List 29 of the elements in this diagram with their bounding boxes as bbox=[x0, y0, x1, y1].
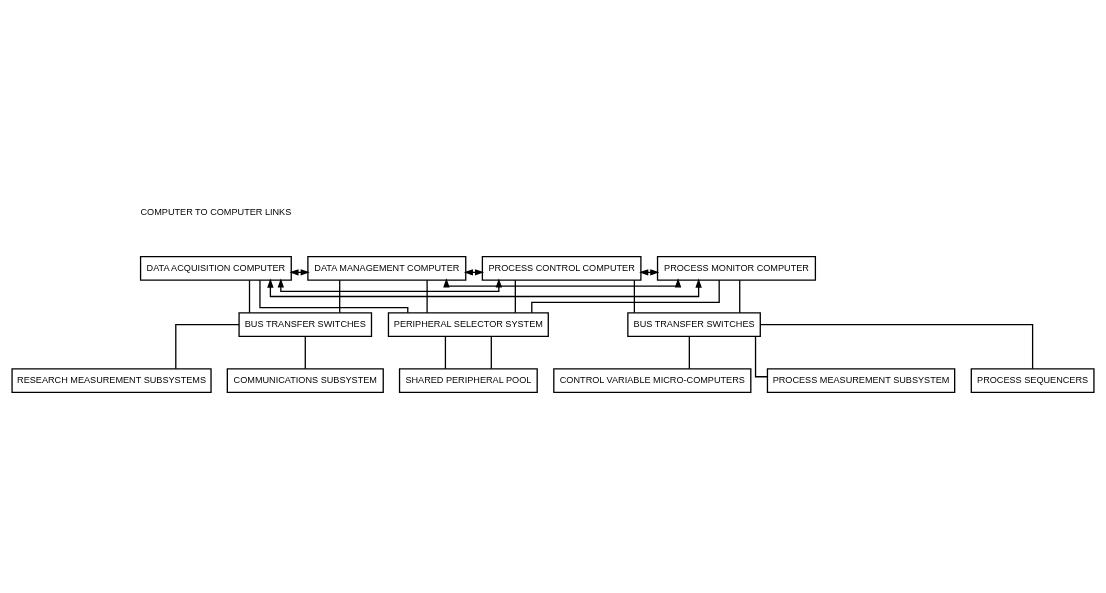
node-box: COMMUNICATIONS SUBSYSTEM bbox=[226, 368, 384, 394]
connector bbox=[426, 279, 428, 314]
node-box: PROCESS MEASUREMENT SUBSYSTEM bbox=[766, 368, 956, 394]
connector bbox=[259, 279, 409, 314]
node-box: PROCESS SEQUENCERS bbox=[970, 368, 1095, 394]
connector bbox=[248, 279, 251, 314]
node-box: PROCESS MONITOR COMPUTER bbox=[656, 256, 817, 281]
connector bbox=[514, 279, 516, 314]
connector bbox=[444, 335, 447, 370]
node-box: BUS TRANSFER SWITCHES bbox=[238, 312, 373, 337]
connector bbox=[739, 279, 741, 314]
node-box: PERIPHERAL SELECTOR SYSTEM bbox=[387, 312, 549, 337]
connector bbox=[633, 279, 636, 314]
node-box: PROCESS CONTROL COMPUTER bbox=[481, 256, 642, 281]
node-box: RESEARCH MEASUREMENT SUBSYSTEMS bbox=[11, 368, 212, 394]
node-box: BUS TRANSFER SWITCHES bbox=[627, 312, 761, 337]
connector bbox=[688, 335, 690, 370]
connector bbox=[304, 335, 306, 370]
connector bbox=[175, 323, 240, 370]
label: COMPUTER TO COMPUTER LINKS bbox=[140, 206, 292, 217]
connector bbox=[531, 279, 720, 314]
connector bbox=[490, 335, 492, 370]
connector bbox=[754, 335, 769, 378]
node-box: DATA ACQUISITION COMPUTER bbox=[139, 256, 292, 281]
node-box: SHARED PERIPHERAL POOL bbox=[398, 368, 538, 394]
node-box: CONTROL VARIABLE MICRO-COMPUTERS bbox=[553, 368, 752, 394]
connector bbox=[339, 279, 341, 314]
connector bbox=[759, 323, 1034, 370]
node-box: DATA MANAGEMENT COMPUTER bbox=[307, 256, 467, 281]
